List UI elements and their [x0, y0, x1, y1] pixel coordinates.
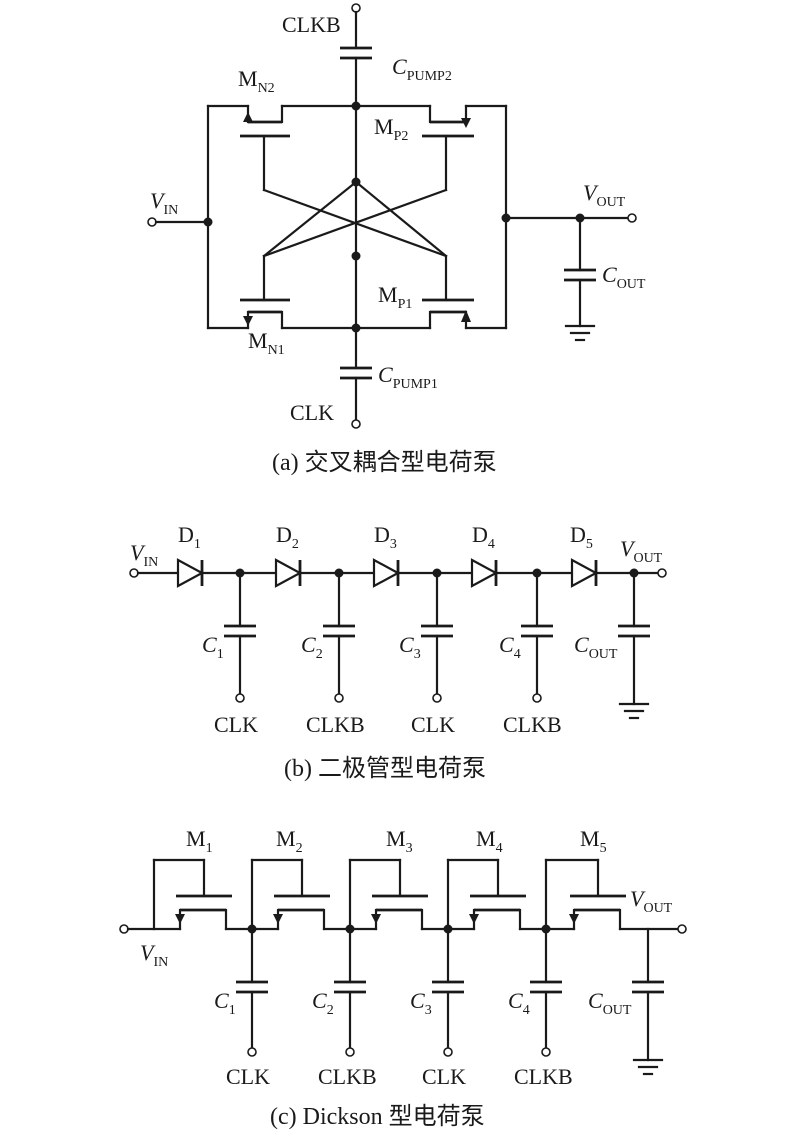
vout-label: VOUT — [630, 886, 673, 916]
arrow-icon — [175, 914, 185, 924]
diode-d2 — [274, 558, 303, 588]
d5-label: D5 — [570, 522, 593, 552]
cap-c3 — [421, 568, 453, 703]
c-pump2-label: CPUMP2 — [392, 54, 452, 84]
cout-label: COUT — [602, 262, 646, 292]
d2-label: D2 — [276, 522, 299, 552]
mn2-transistor — [240, 104, 290, 192]
diagram-b: VIN D1 D2 D3 D4 D5 VOUT C1 C2 C3 C4 COUT… — [129, 522, 667, 782]
cap-c2 — [323, 568, 355, 703]
vin-terminal — [119, 924, 129, 934]
ground-icon — [618, 702, 650, 720]
m5-label: M5 — [580, 826, 607, 856]
clkb-terminal — [351, 3, 361, 13]
clock-label-2: CLKB — [318, 1064, 377, 1089]
diagram-c: M1 M2 M3 M4 M5 VOUT VIN C1 C2 C3 C4 COUT… — [119, 826, 687, 1130]
diode-d1 — [176, 558, 205, 588]
arrow-icon — [273, 914, 283, 924]
arrow-icon — [371, 914, 381, 924]
vout-label: VOUT — [583, 180, 626, 210]
c4-label: C4 — [508, 988, 530, 1018]
m3-transistor — [348, 858, 428, 931]
d3-label: D3 — [374, 522, 397, 552]
caption-a: (a) 交叉耦合型电荷泵 — [272, 449, 497, 476]
m4-transistor — [446, 858, 526, 931]
d4-label: D4 — [472, 522, 495, 552]
clock-label-4: CLKB — [514, 1064, 573, 1089]
cap-c1 — [236, 924, 268, 1057]
clkb-label: CLKB — [282, 12, 341, 37]
cap-c3 — [432, 924, 464, 1057]
caption-b: (b) 二极管型电荷泵 — [284, 755, 486, 782]
diagram-a: CLKB CPUMP2 MN2 MP2 VIN VOUT COUT MP1 MN… — [147, 3, 646, 476]
vout-terminal — [677, 924, 687, 934]
mp2-transistor — [422, 104, 474, 192]
c2-label: C2 — [312, 988, 334, 1018]
cout-label: COUT — [588, 988, 632, 1018]
m2-label: M2 — [276, 826, 303, 856]
clk-label: CLK — [290, 400, 334, 425]
clock-label-1: CLK — [214, 712, 258, 737]
vout-terminal — [627, 213, 637, 223]
m5-transistor — [544, 858, 626, 931]
diode-d3 — [372, 558, 401, 588]
ground-icon — [632, 1058, 664, 1076]
c1-label: C1 — [214, 988, 236, 1018]
clock-label-2: CLKB — [306, 712, 365, 737]
c-pump1-label: CPUMP1 — [378, 362, 438, 392]
ground-icon — [564, 324, 596, 342]
cap-c1 — [224, 568, 256, 703]
vout-label: VOUT — [620, 536, 663, 566]
vin-terminal — [147, 217, 157, 227]
vin-label: VIN — [140, 940, 168, 970]
clock-label-3: CLK — [411, 712, 455, 737]
d1-label: D1 — [178, 522, 201, 552]
arrow-icon — [243, 316, 253, 326]
m1-transistor — [152, 858, 232, 931]
arrow-icon — [469, 914, 479, 924]
mn1-label: MN1 — [248, 328, 285, 358]
vin-label: VIN — [130, 540, 158, 570]
clk-terminal — [351, 419, 361, 429]
c1-label: C1 — [202, 632, 224, 662]
cap-cout — [632, 927, 664, 1062]
cap-c4 — [530, 924, 562, 1057]
clock-label-3: CLK — [422, 1064, 466, 1089]
diode-d4 — [470, 558, 499, 588]
vin-label: VIN — [150, 188, 178, 218]
c2-label: C2 — [301, 632, 323, 662]
mn1-transistor — [240, 298, 290, 330]
vin-terminal — [129, 568, 139, 578]
mn2-label: MN2 — [238, 66, 275, 96]
cap-cout — [618, 568, 650, 706]
arrow-icon — [461, 310, 471, 322]
arrow-icon — [569, 914, 579, 924]
m2-transistor — [250, 858, 330, 931]
mp1-label: MP1 — [378, 282, 412, 312]
diode-d5 — [570, 558, 599, 588]
c3-label: C3 — [399, 632, 421, 662]
vout-terminal — [657, 568, 667, 578]
c4-label: C4 — [499, 632, 521, 662]
cap-c4 — [521, 568, 553, 703]
clock-label-4: CLKB — [503, 712, 562, 737]
c3-label: C3 — [410, 988, 432, 1018]
clock-label-1: CLK — [226, 1064, 270, 1089]
mp1-transistor — [422, 298, 474, 330]
arrow-icon — [461, 118, 471, 128]
cout-label: COUT — [574, 632, 618, 662]
m4-label: M4 — [476, 826, 503, 856]
cap-c2 — [334, 924, 366, 1057]
caption-c: (c) Dickson 型电荷泵 — [270, 1103, 485, 1130]
arrow-icon — [243, 112, 253, 122]
m1-label: M1 — [186, 826, 213, 856]
mp2-label: MP2 — [374, 114, 408, 144]
m3-label: M3 — [386, 826, 413, 856]
